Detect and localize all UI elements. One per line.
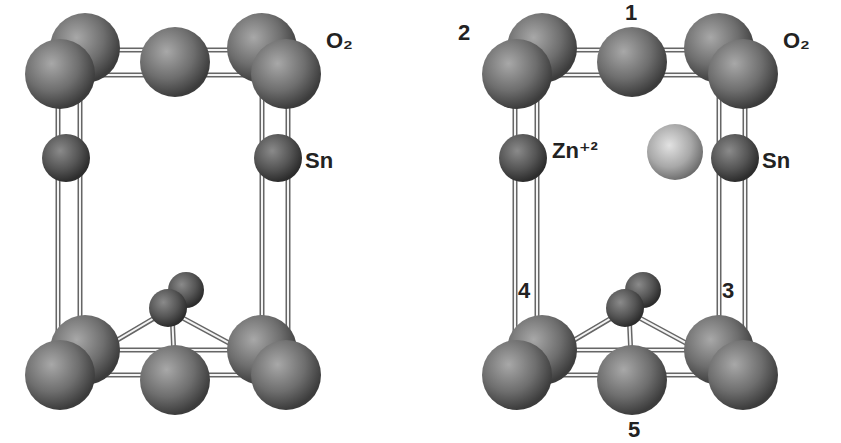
atom-label: O₂ [326,30,353,52]
atom-label: Zn⁺² [552,140,598,162]
callout-number: 5 [628,419,640,441]
callout-number: 2 [458,22,470,44]
zn-atom [647,124,703,180]
callout-number: 4 [518,280,530,302]
atom-label: Sn [762,150,790,172]
unit-cell [482,13,778,415]
callout-number: 1 [625,2,637,24]
atom-label: Sn [305,150,333,172]
callout-number: 3 [722,280,734,302]
unit-cell [25,13,321,415]
atom-label: O₂ [783,30,810,52]
